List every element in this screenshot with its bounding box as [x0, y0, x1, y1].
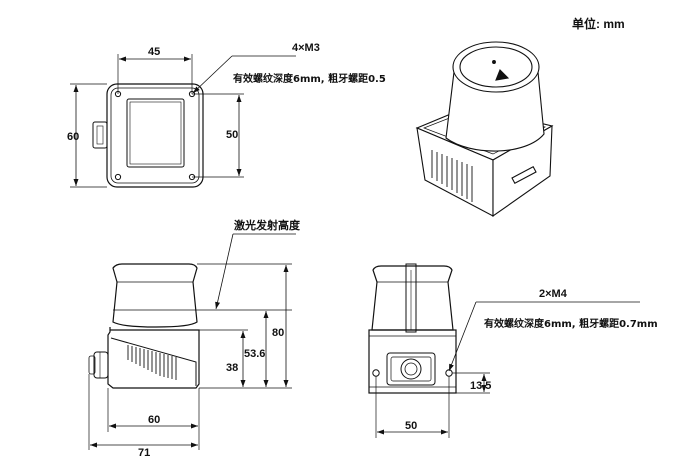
rear-view-base: [368, 329, 457, 394]
rear-view-cylinder: [371, 265, 454, 331]
thread-note-top: 有效螺纹深度6mm, 粗牙螺距0.5: [233, 72, 386, 85]
top-view-connector: [92, 121, 108, 149]
dim-base-height: 38: [226, 362, 238, 374]
isometric-view: [415, 41, 554, 218]
iso-cylinder-body: [445, 71, 545, 152]
rear-connector-ring: [400, 358, 422, 380]
iso-lens-triangle: [495, 69, 510, 81]
thread-leader: [192, 55, 233, 94]
rear-view-connector: [386, 352, 436, 386]
iso-cylinder-lens: [459, 46, 533, 88]
side-view: 激光发射高度 80 53.6 38 60 71: [88, 218, 301, 459]
side-view-base: [107, 327, 200, 389]
side-view-connector: [93, 351, 109, 379]
iso-side-slot: [511, 165, 537, 185]
dim-top-height: 60: [67, 131, 79, 143]
side-view-wedge: [110, 337, 197, 386]
dim-hole-spacing: 50: [226, 129, 238, 141]
rear-view: 2×M4 有效螺纹深度6mm, 粗牙螺距0.7mm 13.5 50: [368, 263, 658, 438]
m4-hole: [372, 369, 380, 377]
top-view-body-inner: [110, 87, 200, 184]
top-view: 45 60 50 4×M3 有效螺纹深度6mm, 粗牙螺距0.5: [67, 42, 386, 188]
laser-leader: [215, 233, 234, 310]
side-view-cylinder: [112, 263, 198, 328]
thread-leader-rear: [448, 301, 477, 372]
side-vent-lines: [127, 345, 177, 380]
dim-top-width: 45: [148, 46, 160, 58]
dim-total-width: 71: [138, 447, 150, 459]
dim-body-width: 60: [148, 414, 160, 426]
screw-hole: [114, 173, 122, 181]
dim-rear-width: 50: [405, 420, 417, 432]
thread-note-rear: 有效螺纹深度6mm, 粗牙螺距0.7mm: [484, 317, 658, 330]
rear-view-window: [405, 263, 417, 333]
dim-hole-height: 13.5: [470, 380, 491, 392]
iso-vent-slots: [431, 150, 473, 202]
dim-total-height: 80: [272, 327, 284, 339]
top-view-window-inner: [129, 101, 182, 165]
thread-count-top: 4×M3: [292, 42, 320, 54]
unit-label: 单位: mm: [572, 16, 625, 31]
dim-laser-height: 53.6: [244, 348, 265, 360]
top-view-window: [126, 98, 185, 168]
thread-count-rear: 2×M4: [539, 288, 568, 300]
laser-height-label: 激光发射高度: [234, 218, 301, 232]
